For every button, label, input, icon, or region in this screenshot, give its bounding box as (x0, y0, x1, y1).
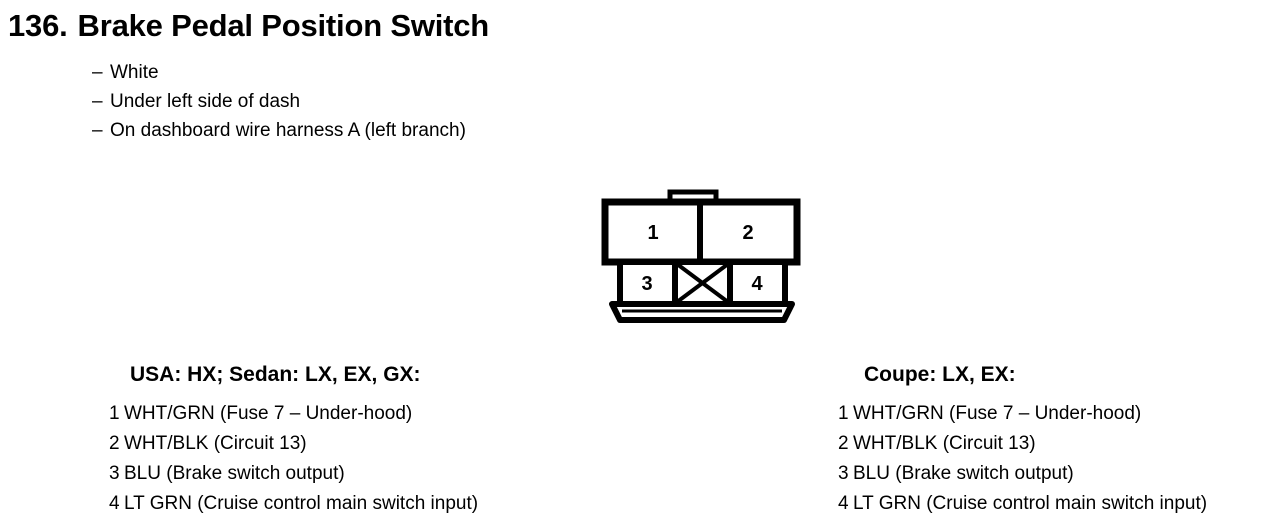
spec-item-location: – Under left side of dash (92, 87, 792, 116)
connector-cavity-2-label: 2 (742, 222, 753, 244)
pin-number: 3 (109, 463, 120, 484)
pin-number: 1 (838, 403, 849, 424)
dash-marker: – (92, 120, 103, 141)
spec-item-harness: – On dashboard wire harness A (left bran… (92, 116, 792, 145)
connector-cavity-3-label: 3 (641, 273, 652, 295)
pin-description: BLU (Brake switch output) (124, 463, 345, 484)
page-title: 136. Brake Pedal Position Switch (8, 6, 489, 46)
connector-diagram: 1 2 3 4 (596, 186, 806, 326)
dash-marker: – (92, 62, 103, 83)
pin-description: LT GRN (Cruise control main switch input… (853, 493, 1208, 514)
pin-number: 4 (838, 493, 849, 514)
spec-item-label: Under left side of dash (110, 91, 301, 112)
connector-cavity-1-label: 1 (647, 222, 658, 244)
pin-description: WHT/BLK (Circuit 13) (124, 433, 307, 454)
pin-number: 2 (109, 433, 120, 454)
pin-row: 1 WHT/GRN (Fuse 7 – Under-hood) (838, 399, 1207, 429)
pin-number: 4 (109, 493, 120, 514)
pin-description: LT GRN (Cruise control main switch input… (124, 493, 479, 514)
page-title-number: 136. (8, 8, 68, 43)
pin-row: 3 BLU (Brake switch output) (838, 459, 1207, 489)
pin-row: 2 WHT/BLK (Circuit 13) (838, 429, 1207, 459)
pin-description: BLU (Brake switch output) (853, 463, 1074, 484)
legend-heading: Coupe: LX, EX: (864, 363, 1016, 386)
pin-row: 4 LT GRN (Cruise control main switch inp… (109, 489, 478, 519)
spec-item-color: – White (92, 58, 792, 87)
pin-row: 1 WHT/GRN (Fuse 7 – Under-hood) (109, 399, 478, 429)
spec-item-label: White (110, 62, 159, 83)
specification-list: – White – Under left side of dash – On d… (92, 58, 792, 145)
legend-column-coupe: Coupe: LX, EX: 1 WHT/GRN (Fuse 7 – Under… (838, 360, 1207, 519)
pin-number: 1 (109, 403, 120, 424)
page-title-text: Brake Pedal Position Switch (77, 8, 490, 43)
connector-illustration: 1 2 3 4 (601, 189, 801, 323)
blank-cavity-x-icon (675, 262, 730, 304)
pin-number: 2 (838, 433, 849, 454)
pin-row: 3 BLU (Brake switch output) (109, 459, 478, 489)
legend-heading: USA: HX; Sedan: LX, EX, GX: (130, 363, 421, 386)
pin-row: 2 WHT/BLK (Circuit 13) (109, 429, 478, 459)
legend-column-usa-sedan: USA: HX; Sedan: LX, EX, GX: 1 WHT/GRN (F… (109, 360, 478, 519)
pin-description: WHT/BLK (Circuit 13) (853, 433, 1036, 454)
pin-number: 3 (838, 463, 849, 484)
pin-description: WHT/GRN (Fuse 7 – Under-hood) (853, 403, 1142, 424)
dash-marker: – (92, 91, 103, 112)
spec-item-label: On dashboard wire harness A (left branch… (110, 120, 466, 141)
pin-description: WHT/GRN (Fuse 7 – Under-hood) (124, 403, 413, 424)
pin-row: 4 LT GRN (Cruise control main switch inp… (838, 489, 1207, 519)
connector-cavity-4-label: 4 (751, 273, 763, 295)
